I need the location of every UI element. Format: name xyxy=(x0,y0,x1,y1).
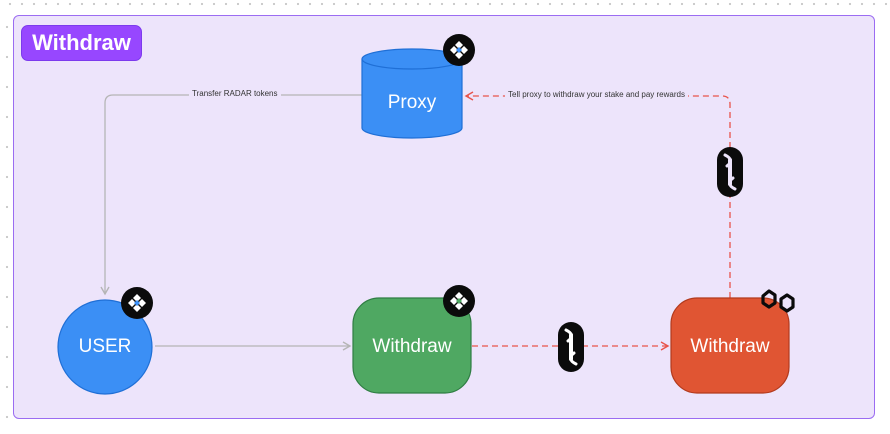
edge-proxy-to-user[interactable] xyxy=(100,94,362,296)
edge-label-tell-proxy: Tell proxy to withdraw your stake and pa… xyxy=(505,90,688,99)
withdraw-polygon-label: Withdraw xyxy=(690,336,770,357)
canvas-dot-grid-top xyxy=(0,0,890,8)
chainlink-bridge-icon xyxy=(558,322,584,372)
proxy-label: Proxy xyxy=(387,92,437,113)
user-node[interactable] xyxy=(57,299,153,395)
polygon-logo-icon xyxy=(761,289,795,313)
withdraw-polygon-node[interactable] xyxy=(670,297,790,394)
edge-label-transfer: Transfer RADAR tokens xyxy=(189,89,281,98)
user-label: USER xyxy=(78,336,132,357)
chainlink-bridge-icon xyxy=(717,147,743,197)
frame-title[interactable]: Withdraw xyxy=(21,25,142,61)
binance-logo-icon xyxy=(443,34,475,66)
withdraw-bsc-label: Withdraw xyxy=(372,336,452,357)
withdraw-bsc-node[interactable] xyxy=(352,297,472,394)
edge-withdraw-to-proxy[interactable] xyxy=(464,91,731,298)
binance-logo-icon xyxy=(121,287,153,319)
binance-logo-icon xyxy=(443,285,475,317)
proxy-node[interactable] xyxy=(361,48,463,139)
canvas-dot-grid-left xyxy=(0,0,10,434)
